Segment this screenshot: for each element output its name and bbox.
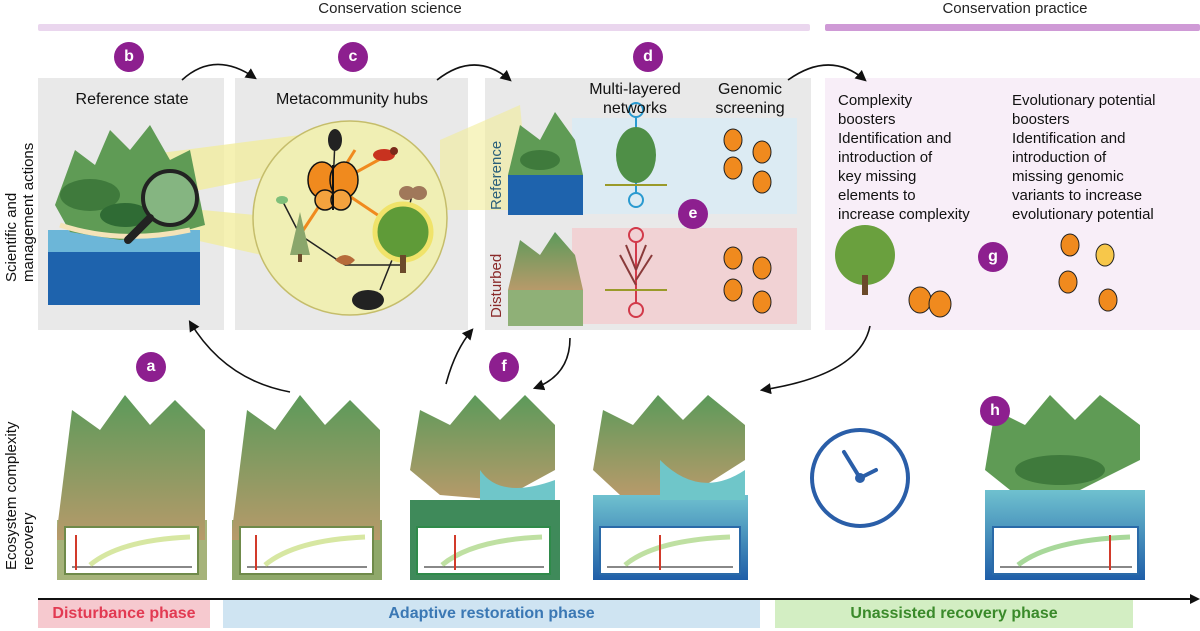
title-genomic-screening: Genomic screening — [715, 81, 785, 117]
flow-arrows — [181, 63, 871, 395]
reference-row-bg — [572, 118, 797, 214]
bird-icon — [373, 147, 398, 161]
conifer-icon — [290, 212, 310, 262]
badge-f: f — [489, 352, 519, 382]
phase-unassisted-recovery: Unassisted recovery phase — [775, 600, 1133, 628]
reference-island-illustration — [48, 125, 205, 305]
badge-b: b — [114, 42, 144, 72]
moth-icon — [399, 186, 427, 200]
badge-a: a — [136, 352, 166, 382]
evolutionary-boosters-title: Evolutionary potential boosters — [1012, 92, 1156, 128]
magnifier-icon — [124, 169, 199, 244]
reference-network-icon — [605, 102, 667, 208]
timeline-arrow — [38, 594, 1200, 604]
reference-butterflies — [723, 128, 772, 194]
badge-h: h — [980, 396, 1010, 426]
complexity-boosters-title: Complexity boosters — [838, 92, 913, 128]
science-bar — [38, 24, 810, 31]
phase-adaptive-restoration: Adaptive restoration phase — [223, 600, 760, 628]
title-multilayered-networks: Multi-layered networks — [589, 81, 681, 117]
oak-tree-icon — [372, 201, 434, 273]
variant-butterflies — [1058, 233, 1118, 312]
disturbed-mini-island — [508, 232, 583, 326]
beetle-icon — [328, 129, 342, 151]
disturbed-butterflies — [723, 246, 772, 314]
fly-icon — [276, 196, 288, 204]
title-metacommunity-hubs: Metacommunity hubs — [275, 91, 429, 108]
label-disturbed: Disturbed — [488, 253, 505, 318]
practice-bar — [825, 24, 1200, 31]
badge-e: e — [678, 199, 708, 229]
monarch-butterfly-icon — [307, 161, 359, 211]
mini-charts — [64, 526, 1139, 575]
header-conservation-science: Conservation science — [318, 0, 462, 17]
tree-booster-icon — [835, 225, 895, 295]
disturbed-network-icon — [605, 227, 667, 318]
clock-icon — [810, 428, 910, 528]
complexity-boosters-text: Identification and introduction of key m… — [838, 130, 970, 223]
butterfly-booster-icon — [908, 286, 952, 318]
badge-g: g — [978, 242, 1008, 272]
fungus-icon — [335, 255, 355, 265]
dung-beetle-icon — [352, 290, 384, 310]
evolutionary-boosters-text: Identification and introduction of missi… — [1012, 130, 1154, 223]
badge-c: c — [338, 42, 368, 72]
phase-disturbance: Disturbance phase — [38, 600, 210, 628]
title-reference-state: Reference state — [75, 91, 189, 108]
metacommunity-circle — [252, 120, 448, 316]
badge-d: d — [633, 42, 663, 72]
reference-mini-island — [508, 112, 583, 215]
panel-practice — [825, 78, 1200, 330]
label-reference: Reference — [488, 140, 505, 210]
header-conservation-practice: Conservation practice — [942, 0, 1088, 17]
